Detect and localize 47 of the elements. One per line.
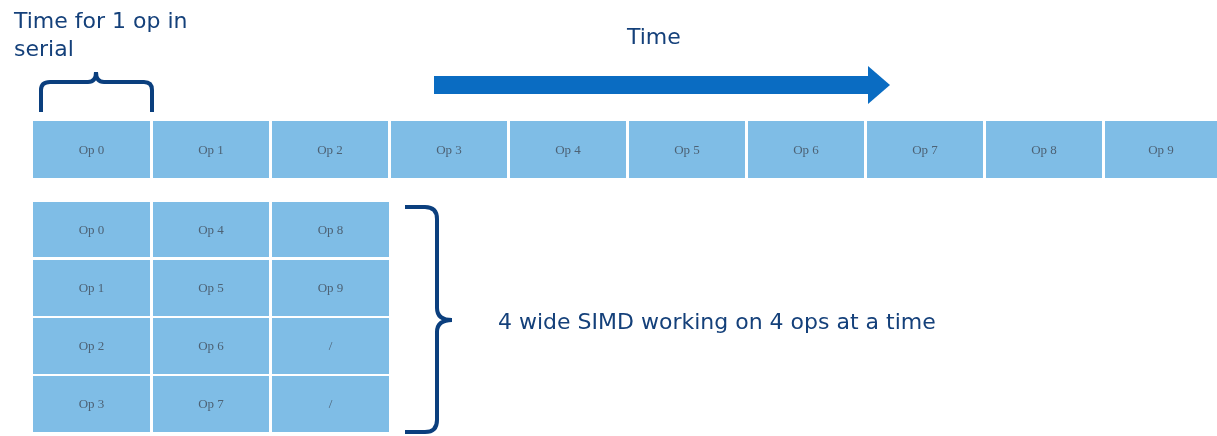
op-cell	[272, 260, 389, 316]
op-cell	[272, 121, 388, 178]
op-label: Op 1	[78, 280, 105, 296]
op-cell	[1105, 121, 1217, 178]
op-label: Op 8	[317, 221, 344, 238]
op-cell	[748, 121, 864, 178]
op-label: Op 2	[317, 141, 343, 158]
op-label: Op 0	[78, 221, 105, 238]
op-label: Op 5	[198, 280, 224, 296]
serial-time-label: Time for 1 op in serial	[14, 7, 189, 63]
op-cell	[153, 318, 269, 374]
op-label: Op 1	[198, 141, 224, 158]
op-cell	[272, 376, 389, 432]
op-cell	[33, 318, 150, 374]
op-cell	[153, 121, 269, 178]
op-label: Op 9	[317, 280, 344, 296]
op-label: Op 6	[198, 338, 224, 354]
op-label: Op 7	[912, 141, 938, 158]
op-cell	[33, 376, 150, 432]
op-cell	[272, 202, 389, 257]
op-label: Op 0	[78, 141, 105, 158]
op-cell	[629, 121, 745, 178]
op-label: Op 3	[78, 396, 105, 412]
op-cell	[33, 260, 150, 316]
op-cell	[153, 202, 269, 257]
op-cell	[33, 202, 150, 257]
op-label: /	[328, 338, 333, 354]
time-label: Time	[627, 23, 682, 51]
op-cell	[510, 121, 626, 178]
op-label: Op 3	[436, 141, 462, 158]
op-label: Op 4	[198, 221, 224, 238]
op-label: Op 7	[198, 396, 224, 412]
op-label: Op 5	[674, 141, 700, 158]
simd-label: 4 wide SIMD working on 4 ops at a time	[498, 308, 937, 336]
op-cell	[272, 318, 389, 374]
op-cell	[153, 260, 269, 316]
op-label: Op 9	[1148, 141, 1174, 158]
op-cell	[33, 121, 150, 178]
op-label: /	[328, 396, 333, 412]
op-label: Op 2	[78, 338, 105, 354]
op-label: Op 6	[793, 141, 819, 158]
op-cell	[153, 376, 269, 432]
op-cell	[391, 121, 507, 178]
op-label: Op 4	[555, 141, 581, 158]
op-label: Op 8	[1031, 141, 1057, 158]
op-cell	[986, 121, 1102, 178]
op-cell	[867, 121, 983, 178]
